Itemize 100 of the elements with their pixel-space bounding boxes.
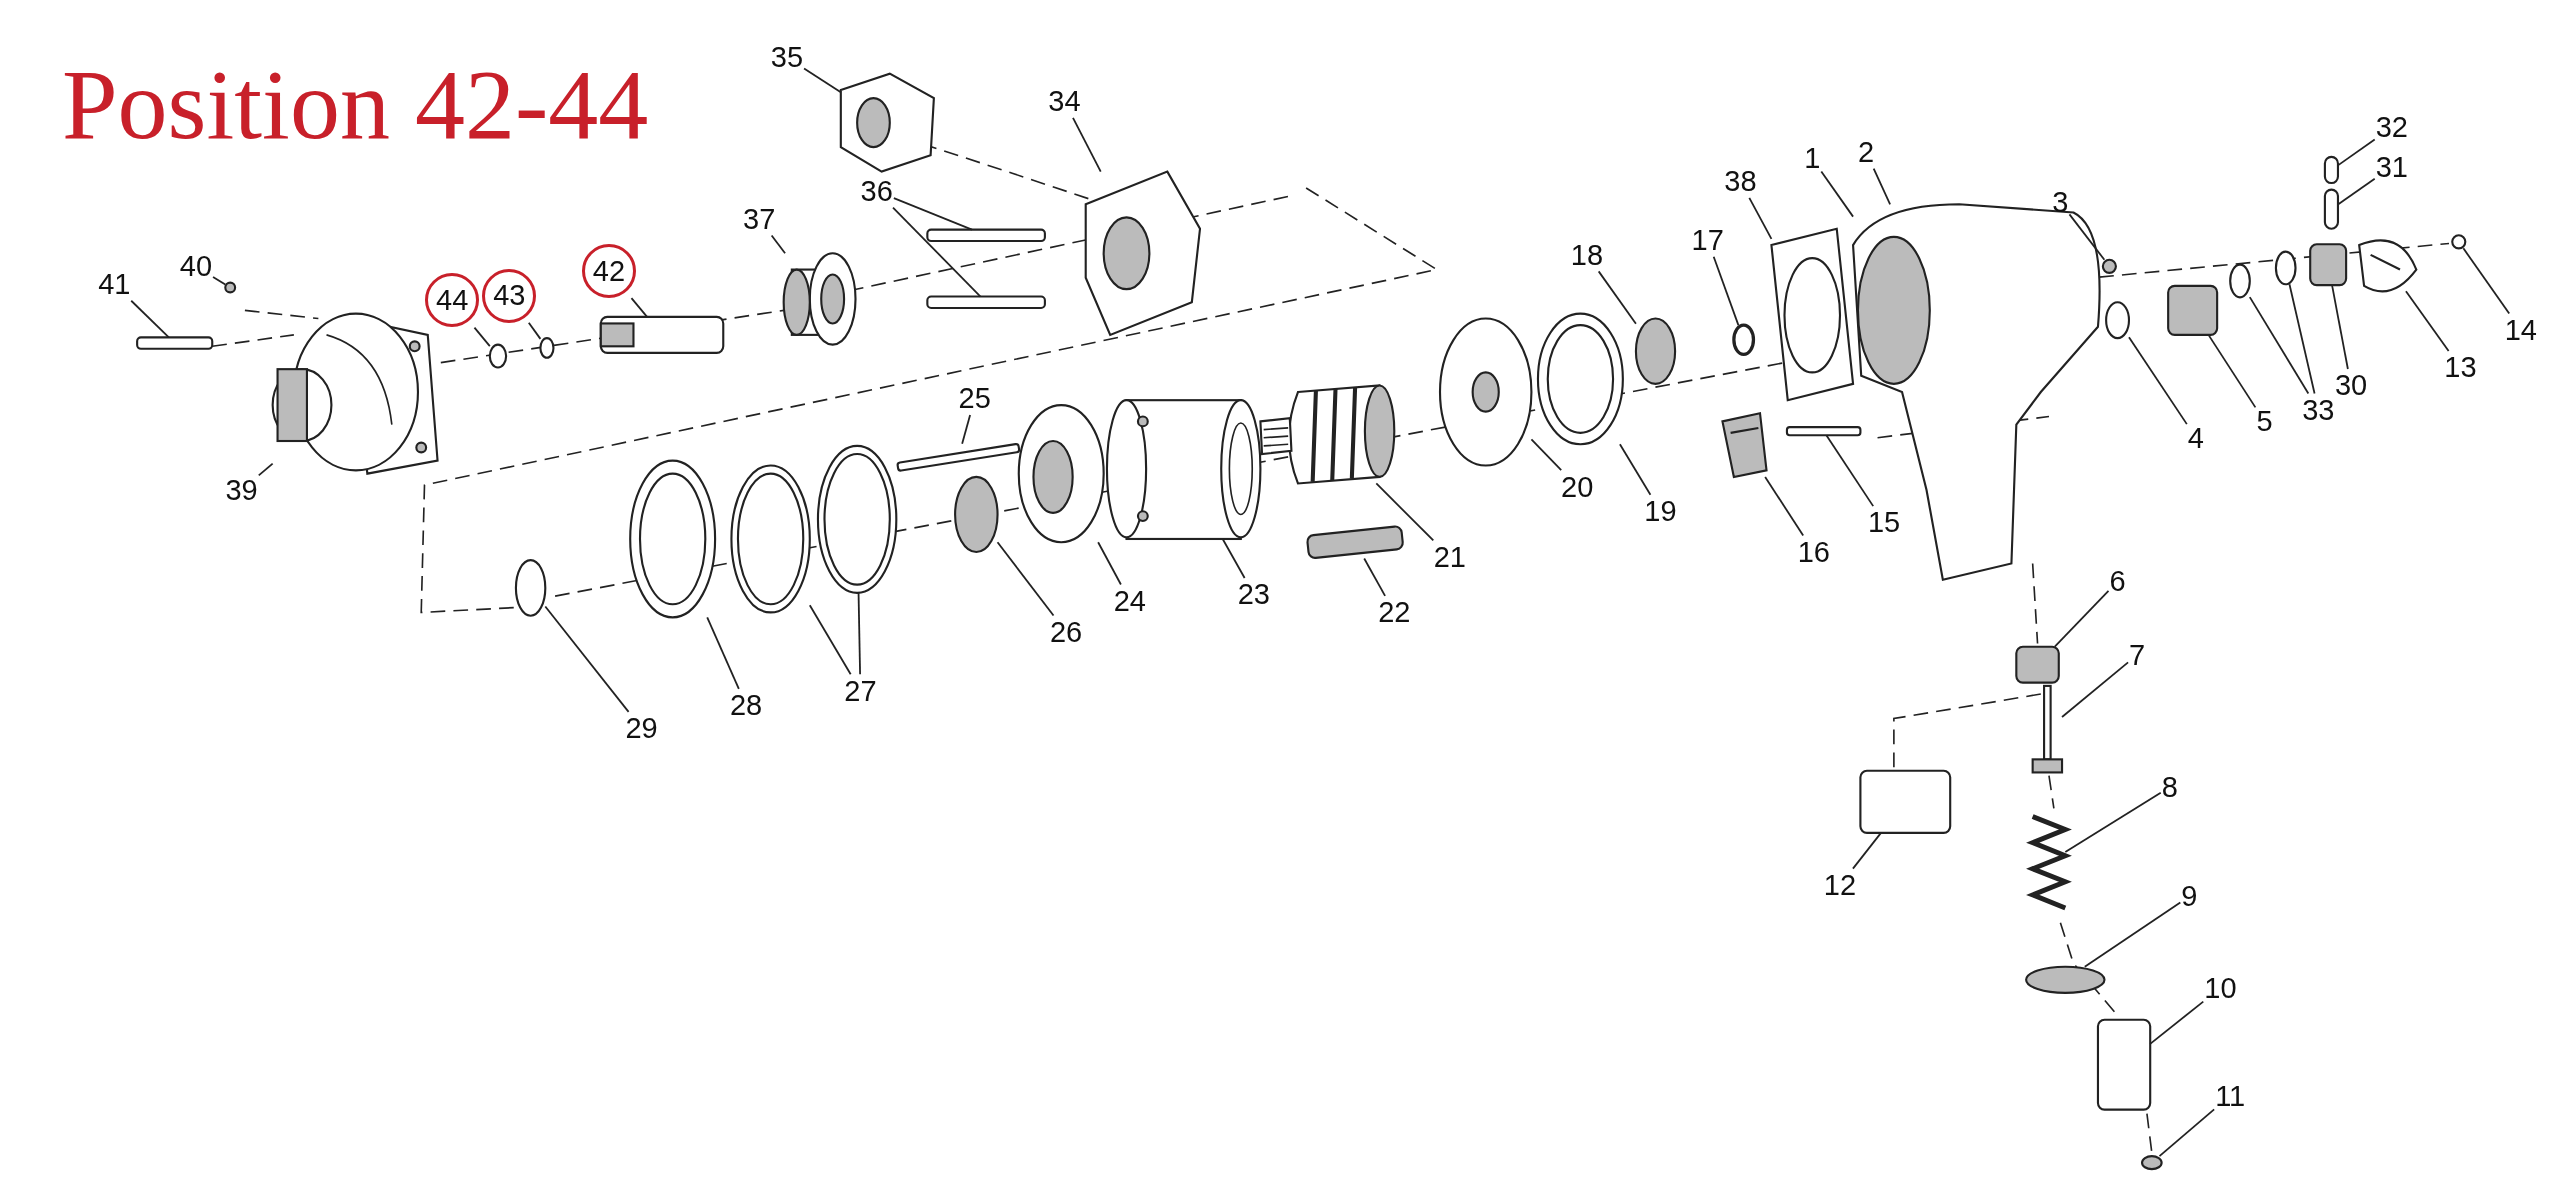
leader-line — [1072, 117, 1102, 173]
valve-stem-drawing — [2031, 684, 2064, 774]
bushing-drawing — [2015, 645, 2060, 684]
leader-line — [1852, 831, 1882, 870]
callout-number: 2 — [1857, 135, 1876, 169]
circled-callout-number: 43 — [482, 268, 537, 323]
bushing-drawing — [782, 252, 857, 346]
callout-number: 31 — [2374, 150, 2409, 183]
ring-drawing — [2274, 250, 2297, 286]
leader-line — [808, 604, 852, 676]
washer-drawing — [224, 281, 237, 294]
leader-line — [2064, 791, 2162, 853]
callout-number: 38 — [1723, 164, 1758, 198]
leader-line — [2061, 661, 2129, 718]
leader-line — [130, 299, 170, 339]
leader-line — [770, 234, 786, 255]
cylinder-drawing — [1105, 399, 1262, 540]
leader-line — [2083, 901, 2182, 968]
circled-callout-number: 44 — [425, 273, 480, 328]
leader-line — [857, 591, 861, 676]
callout-number: 32 — [2374, 110, 2409, 144]
ring-drawing — [2229, 263, 2251, 299]
callout-number: 41 — [97, 267, 132, 301]
leader-line — [2462, 247, 2511, 315]
callout-number: 28 — [729, 688, 764, 722]
ring-drawing — [2105, 301, 2131, 340]
leader-line — [1820, 170, 1854, 218]
ring-drawing — [539, 337, 555, 359]
bearing-drawing — [954, 475, 999, 554]
circled-callout-number: 42 — [581, 244, 636, 298]
lever-drawing — [2358, 239, 2418, 293]
callout-number: 17 — [1690, 223, 1725, 257]
callout-number: 15 — [1866, 505, 1902, 539]
callout-number: 34 — [1047, 84, 1082, 118]
callout-number: 10 — [2203, 971, 2238, 1005]
pin-drawing — [926, 295, 1046, 309]
leader-line — [2053, 589, 2110, 648]
leader-line — [1530, 438, 1563, 472]
callout-number: 30 — [2333, 368, 2369, 402]
leader-line — [1748, 197, 1773, 240]
pin-drawing — [926, 228, 1046, 243]
callout-number: 40 — [178, 249, 214, 283]
callout-number: 35 — [769, 40, 805, 74]
callout-number: 25 — [957, 381, 992, 415]
leader-line — [996, 541, 1055, 617]
leader-line — [892, 206, 982, 298]
leader-line — [803, 67, 842, 94]
washer-drawing — [2141, 1155, 2163, 1171]
callout-number: 22 — [1377, 595, 1412, 629]
callout-number: 21 — [1432, 540, 1467, 574]
leader-line — [630, 297, 648, 318]
leader-line — [2248, 296, 2310, 395]
leader-line — [2405, 290, 2450, 352]
front-housing-drawing — [271, 312, 439, 475]
callout-number: 18 — [1569, 238, 1605, 272]
leader-line — [1363, 557, 1386, 597]
leader-line — [1712, 255, 1740, 326]
leader-line — [1097, 541, 1122, 586]
spring-drawing — [2026, 814, 2072, 911]
gasket-drawing — [1536, 312, 1624, 446]
hammer-cage-drawing — [1084, 170, 1202, 337]
callout-number: 23 — [1236, 577, 1271, 611]
pin-drawing — [2323, 155, 2339, 185]
callout-number: 27 — [843, 674, 878, 708]
leader-line — [527, 321, 542, 340]
leader-line — [2337, 138, 2376, 167]
leader-line — [2337, 177, 2376, 206]
pin-drawing — [1785, 426, 1862, 437]
cage-drawing — [2167, 284, 2219, 336]
callout-number: 12 — [1822, 868, 1858, 902]
callout-number: 20 — [1560, 470, 1595, 503]
ring-drawing — [488, 343, 508, 369]
end-plate-drawing — [1438, 317, 1533, 467]
callout-number: 24 — [1112, 584, 1147, 618]
leader-line — [892, 197, 973, 231]
callout-number: 5 — [2255, 404, 2274, 438]
clip-drawing — [1732, 323, 1756, 357]
washer-drawing — [514, 559, 547, 617]
ring-drawing — [730, 464, 811, 614]
leader-line — [257, 462, 274, 477]
leader-line — [1825, 434, 1875, 507]
leader-line — [2207, 334, 2257, 409]
callout-number: 6 — [2108, 564, 2127, 598]
callout-number: 39 — [224, 473, 259, 507]
bushing-drawing — [2309, 243, 2348, 287]
callout-number: 8 — [2160, 770, 2179, 804]
trigger-drawing — [1721, 411, 1768, 479]
inlet-drawing — [2096, 1018, 2152, 1111]
leader-line — [1872, 167, 1891, 206]
rotor-drawing — [1259, 384, 1396, 485]
leader-line — [1375, 482, 1435, 542]
leader-line — [2068, 213, 2106, 261]
leader-line — [1597, 270, 1637, 325]
callout-number: 19 — [1643, 494, 1678, 528]
leader-line — [544, 605, 630, 713]
gasket-drawing — [1770, 227, 1855, 402]
callout-number: 9 — [2180, 879, 2199, 913]
callout-number: 14 — [2503, 313, 2538, 347]
callout-number: 11 — [2214, 1079, 2247, 1112]
leader-line — [961, 414, 971, 445]
